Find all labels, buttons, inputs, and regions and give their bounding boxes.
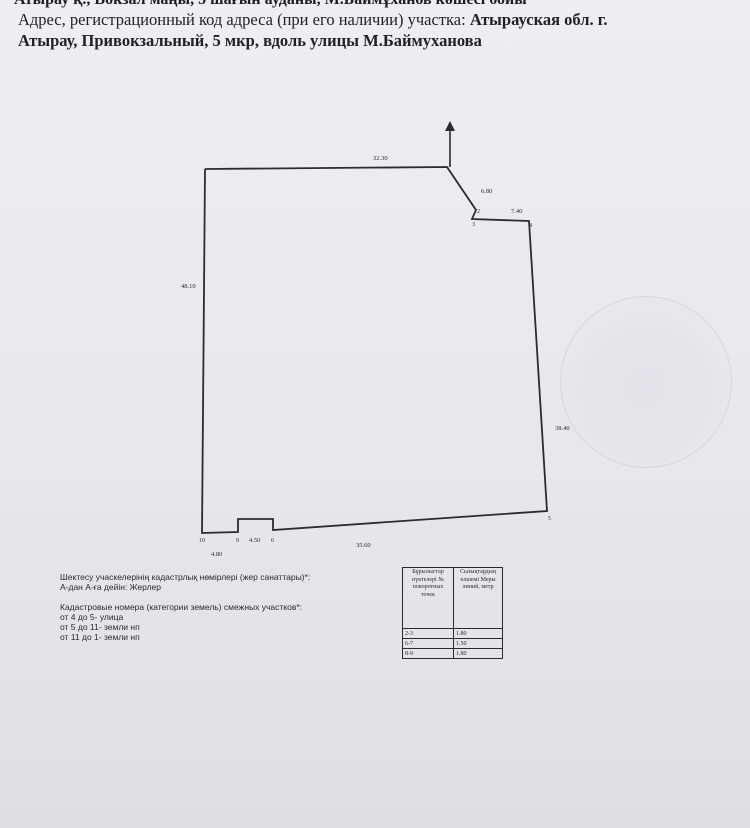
side-label-right: 38.40 bbox=[555, 425, 570, 432]
table-cell-length: 1.50 bbox=[453, 638, 503, 649]
table-header-lengths: Сызықтардың өлшемі Меры линий, метр bbox=[453, 567, 503, 629]
address-value-line1: Атырауская обл. г. bbox=[469, 10, 608, 29]
side-label-bottom-left: 4.80 bbox=[211, 551, 222, 558]
point-label-2: 2 bbox=[477, 209, 480, 215]
cut-off-header-line: Атырау қ., Вокзал маңы, 5 шағын ауданы, … bbox=[14, 0, 734, 9]
legend-line-11-1: от 11 до 1- земли нп bbox=[60, 632, 140, 642]
turning-points-table: Бұрылыстар нүктелері № поворотных точек … bbox=[402, 567, 503, 659]
legend-line-5-11: от 5 до 11- земли нп bbox=[60, 622, 140, 632]
table-cell-length: 1.80 bbox=[453, 628, 503, 639]
table-row: 6-7 1.50 bbox=[402, 638, 503, 649]
table-cell-points: 2-3 bbox=[402, 628, 454, 639]
point-label-10: 10 bbox=[199, 538, 205, 544]
legend-line-ru-title: Кадастровые номера (категории земель) см… bbox=[60, 602, 303, 612]
table-row: 2-3 1.80 bbox=[402, 628, 503, 639]
parcel-boundary bbox=[201, 166, 548, 534]
address-block: Адрес, регистрационный код адреса (при е… bbox=[18, 9, 730, 51]
address-value-line2: Атырау, Привокзальный, 5 мкр, вдоль улиц… bbox=[18, 31, 482, 50]
table-cell-points: 8-9 bbox=[402, 648, 454, 659]
faded-stamp bbox=[560, 296, 732, 468]
point-label-5: 5 bbox=[548, 516, 551, 522]
table-cell-length: 1.80 bbox=[453, 648, 503, 659]
adjacent-parcels-legend: Шектесу учаскелерінің кадастрлық нөмірле… bbox=[60, 572, 390, 642]
legend-line-kz-title: Шектесу учаскелерінің кадастрлық нөмірле… bbox=[60, 572, 311, 582]
table-header-points: Бұрылыстар нүктелері № поворотных точек bbox=[402, 567, 454, 629]
side-label-bottom: 35.60 bbox=[356, 542, 371, 549]
table-cell-points: 6-7 bbox=[402, 638, 454, 649]
side-label-top: 32.30 bbox=[373, 155, 388, 162]
legend-line-4-5: от 4 до 5- улица bbox=[60, 612, 124, 622]
point-label-3: 3 bbox=[472, 222, 475, 228]
side-label-notch-top: 4.50 bbox=[249, 537, 260, 544]
point-label-9: 9 bbox=[236, 538, 239, 544]
point-label-6: 6 bbox=[271, 538, 274, 544]
north-arrow-icon bbox=[445, 121, 455, 167]
side-label-left: 48.10 bbox=[181, 283, 196, 290]
side-label-diagonal: 6.80 bbox=[481, 188, 492, 195]
address-prefix: Адрес, регистрационный код адреса (при е… bbox=[18, 10, 470, 29]
legend-line-kz-value: А-дан А-ға дейін: Жерлер bbox=[60, 582, 161, 592]
point-label-4: 4 bbox=[529, 223, 532, 229]
side-label-short-top: 7.40 bbox=[511, 208, 522, 215]
point-label-1: 1 bbox=[448, 163, 451, 169]
table-row: 8-9 1.80 bbox=[402, 648, 503, 659]
